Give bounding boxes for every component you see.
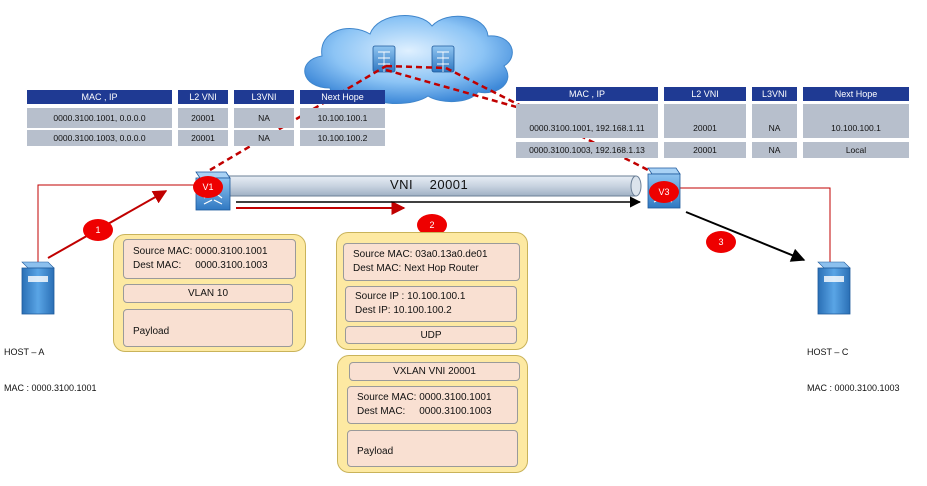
table-cell: 0000.3100.1003, 0.0.0.0 — [27, 130, 172, 146]
table-header: L2 VNI — [178, 90, 228, 104]
dest-mac: Dest MAC: Next Hop Router — [353, 263, 479, 274]
cloud-icon — [304, 15, 513, 104]
server-icon — [21, 261, 55, 315]
step-badge-1: 1 — [83, 219, 113, 241]
outer-ip-header: Source IP : 10.100.100.1 Dest IP: 10.100… — [345, 286, 517, 322]
vxlan-header: VXLAN VNI 20001 — [349, 362, 520, 381]
server-icon — [817, 261, 851, 315]
dest-ip: Dest IP: 10.100.100.2 — [355, 305, 452, 316]
dest-mac: Dest MAC: 0000.3100.1003 — [133, 260, 268, 271]
source-ip: Source IP : 10.100.100.1 — [355, 291, 466, 302]
table-header: MAC , IP — [516, 87, 658, 101]
payload: Payload — [347, 430, 518, 467]
firewall-icon — [431, 45, 455, 73]
table-cell: 20001 — [178, 108, 228, 128]
outer-mac-header: Source MAC: 03a0.13a0.de01 Dest MAC: Nex… — [343, 243, 520, 281]
source-mac: Source MAC: 03a0.13a0.de01 — [353, 249, 488, 260]
control-plane-links — [209, 64, 661, 178]
table-header: MAC , IP — [27, 90, 172, 104]
tunnel-label: VNI 20001 — [390, 177, 469, 192]
traffic-arrows — [47, 190, 806, 262]
table-cell: 20001 — [178, 130, 228, 146]
access-links — [37, 184, 831, 262]
table-header: L2 VNI — [664, 87, 746, 101]
table-cell: 10.100.100.2 — [300, 130, 385, 146]
table-header: Next Hope — [300, 90, 385, 104]
table-cell: 0000.3100.1003, 192.168.1.13 — [516, 142, 658, 158]
table-cell: 0000.3100.1001, 0.0.0.0 — [27, 108, 172, 128]
table-cell: 10.100.100.1 — [300, 108, 385, 128]
host-a-name: HOST – A — [4, 347, 45, 357]
table-header: L3VNI — [234, 90, 294, 104]
table-cell: NA — [234, 108, 294, 128]
vtep-badge-v3: V3 — [649, 181, 679, 203]
table-cell: Local — [803, 142, 909, 158]
table-cell: NA — [234, 130, 294, 146]
table-header: L3VNI — [752, 87, 797, 101]
table-cell: 10.100.100.1 — [803, 104, 909, 138]
inner-mac-header: Source MAC: 0000.3100.1001 Dest MAC: 000… — [347, 386, 518, 424]
udp-header: UDP — [345, 326, 517, 344]
host-a-label: HOST – A MAC : 0000.3100.1001 — [4, 322, 97, 406]
host-c-label: HOST – C MAC : 0000.3100.1003 — [807, 322, 900, 406]
dest-mac: Dest MAC: 0000.3100.1003 — [357, 406, 492, 417]
step-badge-3: 3 — [706, 231, 736, 253]
source-mac: Source MAC: 0000.3100.1001 — [357, 392, 492, 403]
host-c-name: HOST – C — [807, 347, 849, 357]
payload: Payload — [123, 309, 293, 347]
table-header: Next Hope — [803, 87, 909, 101]
table-cell: NA — [752, 104, 797, 138]
source-mac: Source MAC: 0000.3100.1001 — [133, 246, 268, 257]
step-badge-2: 2 — [417, 214, 447, 236]
table-cell: 20001 — [664, 104, 746, 138]
table-cell: NA — [752, 142, 797, 158]
table-cell: 0000.3100.1001, 192.168.1.11 — [516, 104, 658, 138]
vlan-tag: VLAN 10 — [123, 284, 293, 303]
host-a-mac: MAC : 0000.3100.1001 — [4, 383, 97, 393]
mac-header: Source MAC: 0000.3100.1001 Dest MAC: 000… — [123, 239, 296, 279]
table-cell: 20001 — [664, 142, 746, 158]
host-c-mac: MAC : 0000.3100.1003 — [807, 383, 900, 393]
vtep-badge-v1: V1 — [193, 176, 223, 198]
